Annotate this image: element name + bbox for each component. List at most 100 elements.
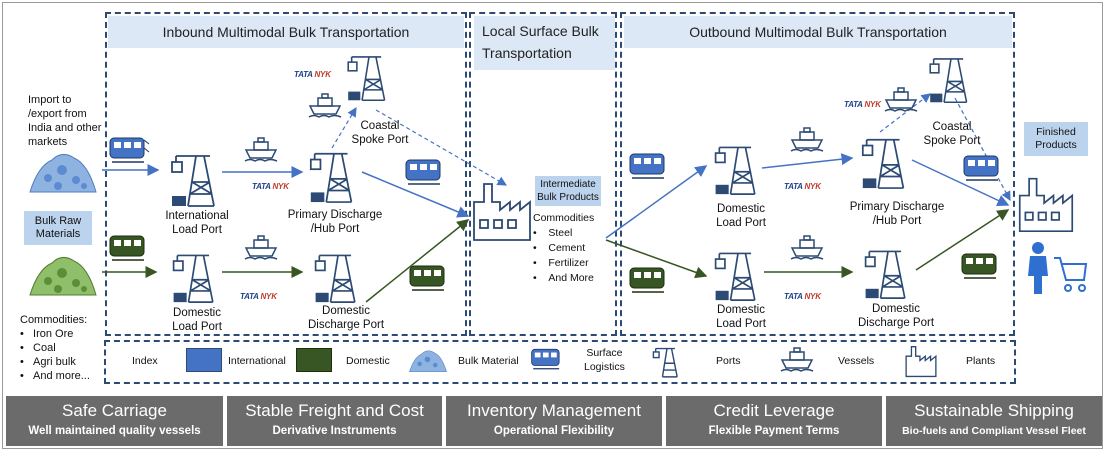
- arrow-plant-to-domestic-load: [605, 165, 708, 239]
- intermediate-commodity-item: • And More: [533, 272, 594, 284]
- port-crane-icon: [861, 138, 905, 189]
- arrow-primary-to-plant: [361, 171, 470, 218]
- vessel-icon: [790, 127, 824, 152]
- pillar-sustainable-shipping: Sustainable Shipping Bio-fuels and Compl…: [886, 396, 1102, 446]
- tata-text: TATA: [784, 292, 803, 301]
- legend-vessels-icon: [780, 347, 814, 372]
- plant-icon: [1018, 177, 1074, 233]
- inbound-section: [105, 12, 467, 336]
- raw-commodity-item: • And more...: [20, 370, 90, 382]
- nyk-text: NYK: [260, 292, 277, 301]
- port-crane-icon: [864, 250, 906, 299]
- legend-vessels-label: Vessels: [838, 355, 875, 367]
- legend-ports-label: Ports: [716, 355, 741, 367]
- inbound-header: Inbound Multimodal Bulk Transportation: [108, 16, 464, 48]
- train-icon: [109, 137, 150, 163]
- pillar-title: Sustainable Shipping: [914, 401, 1074, 420]
- nyk-text: NYK: [864, 100, 881, 109]
- local-header: Local Surface Bulk Transportation: [474, 16, 615, 70]
- port-crane-icon: [929, 58, 968, 104]
- train-icon: [629, 267, 665, 293]
- pillar-subtitle: Derivative Instruments: [272, 425, 397, 437]
- pillar-credit-leverage: Credit Leverage Flexible Payment Terms: [666, 396, 882, 446]
- legend-domestic-swatch: [296, 348, 332, 372]
- local-header-line2: Transportation: [482, 45, 572, 61]
- pillar-safe-carriage: Safe Carriage Well maintained quality ve…: [6, 396, 223, 446]
- train-icon: [629, 153, 665, 179]
- nyk-text: NYK: [804, 292, 821, 301]
- outbound-header: Outbound Multimodal Bulk Transportation: [624, 16, 1012, 48]
- port-crane-icon: [171, 155, 215, 207]
- import-line: markets: [28, 136, 68, 148]
- intermediate-commodity-item: • Cement: [533, 242, 586, 254]
- intermediate-commodity-item: • Steel: [533, 227, 573, 239]
- tata-text: TATA: [784, 182, 803, 191]
- train-icon: [963, 155, 999, 181]
- arrow-coastal-to-finished: [954, 97, 1011, 202]
- international-flow-arrows: [102, 93, 1011, 239]
- intermediate-commodities-list: Commodities • Steel • Cement • Fertilize…: [533, 211, 613, 286]
- vessel-icon: [308, 93, 342, 118]
- customer-cart-icon: [1028, 242, 1088, 294]
- arrow-dom-load-to-primary: [761, 153, 854, 169]
- pillar-title: Credit Leverage: [713, 401, 835, 420]
- port-crane-icon: [172, 254, 214, 303]
- port-crane-icon: [714, 252, 756, 301]
- tata-text: TATA: [294, 70, 313, 79]
- tata-text: TATA: [252, 182, 271, 191]
- bulk-material-icon: [29, 257, 97, 296]
- legend-domestic-label: Domestic: [346, 355, 390, 367]
- raw-commodities-list: Commodities: • Iron Ore • Coal • Agri bu…: [20, 313, 102, 383]
- train-icon: [109, 235, 145, 261]
- legend-ports-icon: [652, 347, 678, 378]
- bulk-raw-line1: Bulk Raw: [34, 215, 82, 227]
- arrow-primary-to-finished: [911, 159, 1010, 206]
- port-crane-icon: [309, 152, 353, 203]
- raw-commodity-item: • Coal: [20, 342, 56, 354]
- legend-international-label: International: [228, 355, 286, 367]
- pillar-subtitle: Operational Flexibility: [493, 425, 615, 437]
- arrow-plant-to-dom-load-out: [605, 239, 708, 279]
- tata-nyk-logo: TATA NYK: [784, 292, 821, 301]
- local-header-line1: Local Surface Bulk: [482, 23, 599, 39]
- bulk-raw-materials-label: Bulk Raw Materials: [24, 211, 92, 245]
- train-icon: [405, 159, 441, 185]
- import-line: /export from: [28, 108, 87, 120]
- train-icon: [961, 253, 997, 279]
- arrow-dom-discharge-to-plant: [365, 219, 470, 303]
- nyk-text: NYK: [314, 70, 331, 79]
- nyk-text: NYK: [272, 182, 289, 191]
- legend-international-swatch: [186, 348, 222, 372]
- tata-nyk-logo: TATA NYK: [784, 182, 821, 191]
- pillar-inventory-management: Inventory Management Operational Flexibi…: [446, 396, 662, 446]
- import-line: India and other: [28, 122, 102, 134]
- arrow-dom-discharge-to-finished: [915, 209, 1010, 271]
- legend-bulk-material-label: Bulk Material: [458, 355, 519, 367]
- raw-commodity-item: • Agri bulk: [20, 356, 76, 368]
- arrow-primary-to-coastal: [331, 106, 357, 149]
- pillar-title: Safe Carriage: [62, 401, 167, 420]
- port-crane-icon: [347, 56, 386, 102]
- pillar-title: Inventory Management: [467, 401, 641, 420]
- vessel-icon: [244, 235, 278, 260]
- inbound-primary-discharge-label: Primary Discharge/Hub Port: [287, 209, 383, 235]
- import-line: Import to: [28, 94, 72, 106]
- vessel-icon: [790, 235, 824, 260]
- pillar-stable-freight: Stable Freight and Cost Derivative Instr…: [227, 396, 442, 446]
- tata-nyk-logo: TATA NYK: [252, 182, 289, 191]
- pillar-subtitle: Bio-fuels and Compliant Vessel Fleet: [902, 425, 1086, 437]
- pillar-title: Stable Freight and Cost: [245, 401, 424, 420]
- vessel-icon: [884, 87, 918, 112]
- legend: [104, 340, 1016, 384]
- legend-plants-icon: [905, 345, 937, 378]
